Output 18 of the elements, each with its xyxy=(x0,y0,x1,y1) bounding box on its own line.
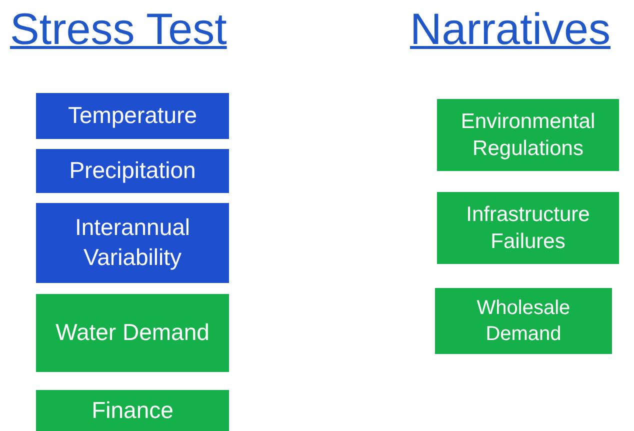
box-label: Finance xyxy=(92,396,174,425)
category-box xyxy=(36,390,229,431)
column-heading: Narratives xyxy=(410,6,610,54)
box-label: Temperature xyxy=(68,101,198,130)
box-label: Interannual Variability xyxy=(74,213,192,272)
category-box xyxy=(437,192,619,264)
box-label: Water Demand xyxy=(56,318,210,348)
box-label: Wholesale Demand xyxy=(476,296,572,347)
category-box xyxy=(36,203,229,283)
category-box xyxy=(36,93,229,139)
category-box xyxy=(36,149,229,193)
category-box xyxy=(435,288,612,354)
box-label: Environmental Regulations xyxy=(460,108,596,162)
category-box xyxy=(437,99,619,171)
box-label: Precipitation xyxy=(69,156,196,186)
category-box xyxy=(36,294,229,372)
column-heading: Stress Test xyxy=(10,6,227,54)
box-label: Infrastructure Failures xyxy=(465,202,591,255)
